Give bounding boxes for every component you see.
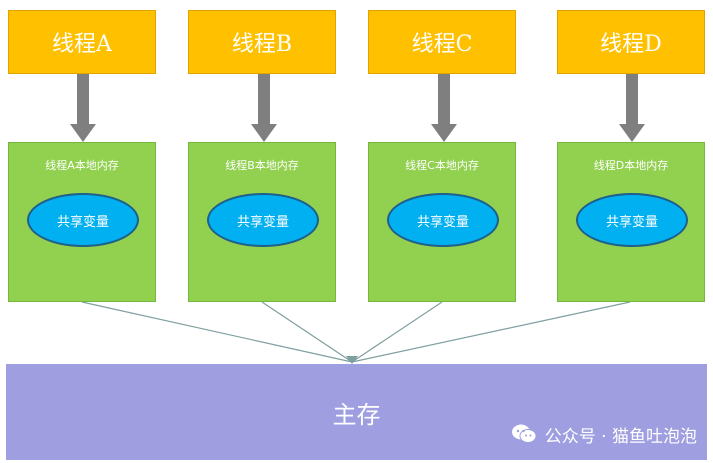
main-memory-box: 主存 [6,364,707,460]
link-c-to-main [351,301,443,363]
link-d-to-main [351,301,631,363]
thread-b-local-memory: 线程B本地内存 共享变量 [188,142,336,302]
shared-variable-node: 共享变量 [27,193,139,247]
arrow-thread-c [431,74,457,142]
link-b-to-main [261,301,353,363]
watermark-text: 公众号 · 猫鱼吐泡泡 [544,426,697,447]
main-arrowhead [346,356,358,364]
thread-c-local-memory: 线程C本地内存 共享变量 [368,142,516,302]
arrow-thread-a [70,74,96,142]
local-memory-label: 线程D本地内存 [593,159,669,172]
link-a-to-main [81,301,353,363]
thread-b-box: 线程B [188,10,336,74]
local-memory-label: 线程A本地内存 [45,159,119,172]
shared-variable-node: 共享变量 [207,193,319,247]
arrow-thread-d [619,74,645,142]
thread-c-box: 线程C [368,10,516,74]
thread-a-box: 线程A [8,10,156,74]
local-memory-label: 线程C本地内存 [405,159,479,172]
watermark: 公众号 · 猫鱼吐泡泡 [511,418,697,450]
wechat-icon [511,424,537,443]
local-memory-label: 线程B本地内存 [225,159,299,172]
thread-d-local-memory: 线程D本地内存 共享变量 [557,142,705,302]
thread-a-local-memory: 线程A本地内存 共享变量 [8,142,156,302]
shared-variable-node: 共享变量 [387,193,499,247]
arrow-thread-b [251,74,277,142]
main-memory-label: 主存 [332,400,381,429]
shared-variable-node: 共享变量 [576,193,688,247]
thread-d-box: 线程D [557,10,705,74]
